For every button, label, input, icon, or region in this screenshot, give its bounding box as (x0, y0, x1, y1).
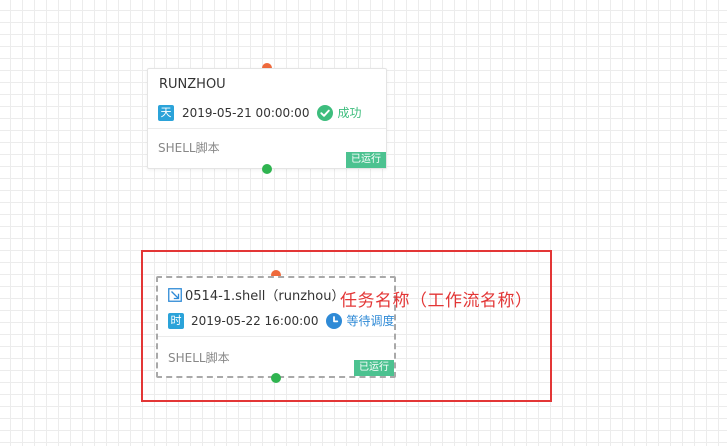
node-status-text: 等待调度 (346, 314, 395, 328)
node-type-label: SHELL脚本 (158, 141, 220, 155)
annotation-label: 任务名称（工作流名称） (340, 291, 533, 311)
node-title-text: RUNZHOU (159, 77, 226, 92)
workflow-node-0514-1-shell[interactable]: 0514-1.shell（runzhou） 时 2019-05-22 16:00… (156, 276, 396, 378)
node-1-output-anchor[interactable] (262, 164, 272, 174)
node-meta-row: 时 2019-05-22 16:00:00 等待调度 (168, 312, 394, 329)
clock-icon (326, 312, 343, 329)
node-status-text: 成功 (337, 106, 362, 120)
node-meta-row: 天 2019-05-21 00:00:00 成功 (158, 104, 361, 121)
run-status-tag: 已运行 (354, 360, 394, 376)
node-divider (158, 336, 394, 337)
node-2-input-anchor[interactable] (271, 270, 281, 280)
annotation-highlight-box (141, 250, 552, 402)
node-type-label: SHELL脚本 (168, 351, 230, 365)
node-2-output-anchor[interactable] (271, 373, 281, 383)
workflow-link-icon (168, 287, 182, 302)
node-divider (148, 128, 386, 129)
run-status-tag: 已运行 (346, 152, 386, 168)
check-circle-icon (317, 104, 334, 121)
schedule-hourly-badge: 时 (168, 312, 184, 329)
node-title: RUNZHOU (159, 77, 226, 92)
node-schedule-time: 2019-05-21 00:00:00 (182, 105, 310, 120)
node-title-text: 0514-1.shell（runzhou） (185, 289, 345, 304)
node-title: 0514-1.shell（runzhou） (168, 285, 345, 304)
node-schedule-time: 2019-05-22 16:00:00 (191, 313, 319, 328)
schedule-daily-badge: 天 (158, 104, 174, 121)
workflow-node-runzhou[interactable]: RUNZHOU 天 2019-05-21 00:00:00 成功 SHELL脚本… (147, 68, 387, 169)
